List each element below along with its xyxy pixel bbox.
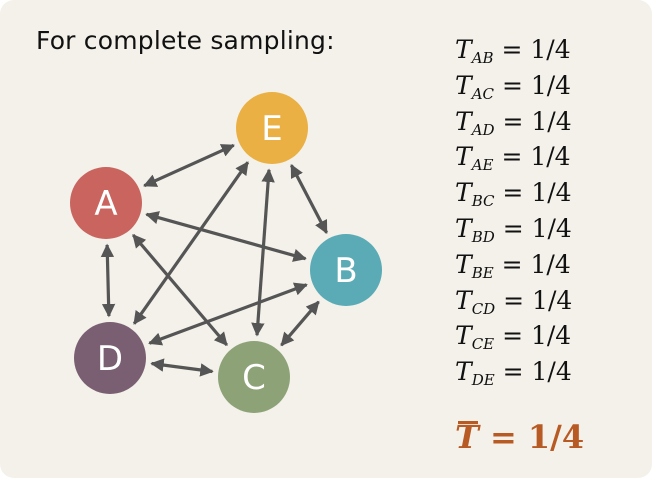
equation-value: = 1/4 <box>502 106 572 136</box>
nodes-layer: A B C D E <box>70 92 382 413</box>
node-label-d: D <box>97 339 123 379</box>
edge-e-d <box>132 161 250 325</box>
edge-c-d <box>150 358 214 377</box>
equation-value: = 1/4 <box>501 249 571 279</box>
mean-value: = 1/4 <box>489 418 585 456</box>
equation-symbol: T <box>455 357 472 387</box>
edge-e-b <box>289 164 329 234</box>
equation-row: TBC = 1/4 <box>455 175 572 211</box>
equation-row: TBD = 1/4 <box>455 211 572 247</box>
edge-b-d <box>148 282 308 346</box>
edge-a-d <box>100 243 116 318</box>
edges-layer <box>100 143 329 377</box>
equation-symbol: T <box>455 35 472 64</box>
equation-subscript: AB <box>471 49 494 67</box>
node-label-a: A <box>94 184 117 224</box>
equation-subscript: CD <box>471 299 496 318</box>
edge-b-c <box>280 300 320 347</box>
node-d: D <box>74 322 146 394</box>
node-circle-c <box>218 341 290 413</box>
equation-symbol: T <box>455 213 472 243</box>
equation-subscript: CE <box>471 335 495 354</box>
node-label-e: E <box>261 109 282 149</box>
equation-row: TAC = 1/4 <box>455 68 572 104</box>
equation-symbol: T <box>455 285 472 315</box>
edge-a-e <box>143 143 235 188</box>
equation-value: = 1/4 <box>503 285 573 315</box>
equation-row: TCE = 1/4 <box>455 318 572 354</box>
equation-symbol: T <box>455 321 472 351</box>
mean-equation: T = 1/4 <box>455 418 584 456</box>
page-title: For complete sampling: <box>36 26 335 55</box>
mean-symbol: T <box>455 418 479 456</box>
equation-subscript: BD <box>471 227 495 246</box>
equation-value: = 1/4 <box>501 35 571 64</box>
edge-e-c <box>251 168 275 337</box>
equation-subscript: AE <box>471 156 494 175</box>
equation-subscript: AC <box>471 84 494 103</box>
node-circle-b <box>310 234 382 306</box>
equation-symbol: T <box>455 178 472 208</box>
equation-value: = 1/4 <box>501 70 572 100</box>
network-graph: A B C D E <box>70 92 382 413</box>
equation-symbol: T <box>455 106 472 136</box>
equation-row: TAD = 1/4 <box>455 104 572 140</box>
equation-subscript: BC <box>471 192 495 211</box>
equation-value: = 1/4 <box>502 213 572 243</box>
equation-row: TBE = 1/4 <box>455 247 572 283</box>
node-circle-d <box>74 322 146 394</box>
node-c: C <box>218 341 290 413</box>
node-circle-e <box>236 92 308 164</box>
node-circle-a <box>70 167 142 239</box>
equation-subscript: DE <box>471 371 495 390</box>
equation-row: TAE = 1/4 <box>455 139 572 175</box>
equation-row: TCD = 1/4 <box>455 283 572 319</box>
equation-symbol: T <box>455 249 472 279</box>
node-label-c: C <box>242 358 266 398</box>
node-b: B <box>310 234 382 306</box>
equation-symbol: T <box>455 70 472 100</box>
equation-value: = 1/4 <box>501 142 571 172</box>
node-e: E <box>236 92 308 164</box>
equation-value: = 1/4 <box>502 178 572 208</box>
equation-row: TDE = 1/4 <box>455 354 572 390</box>
node-label-b: B <box>334 251 357 291</box>
node-a: A <box>70 167 142 239</box>
equation-symbol: T <box>455 142 472 172</box>
equation-value: = 1/4 <box>502 357 572 387</box>
equation-row: TAB = 1/4 <box>455 32 572 68</box>
equation-subscript: AD <box>471 120 495 139</box>
edge-a-b <box>145 211 307 262</box>
edge-a-c <box>131 233 229 347</box>
equation-subscript: BE <box>471 263 494 282</box>
equation-value: = 1/4 <box>502 321 572 351</box>
